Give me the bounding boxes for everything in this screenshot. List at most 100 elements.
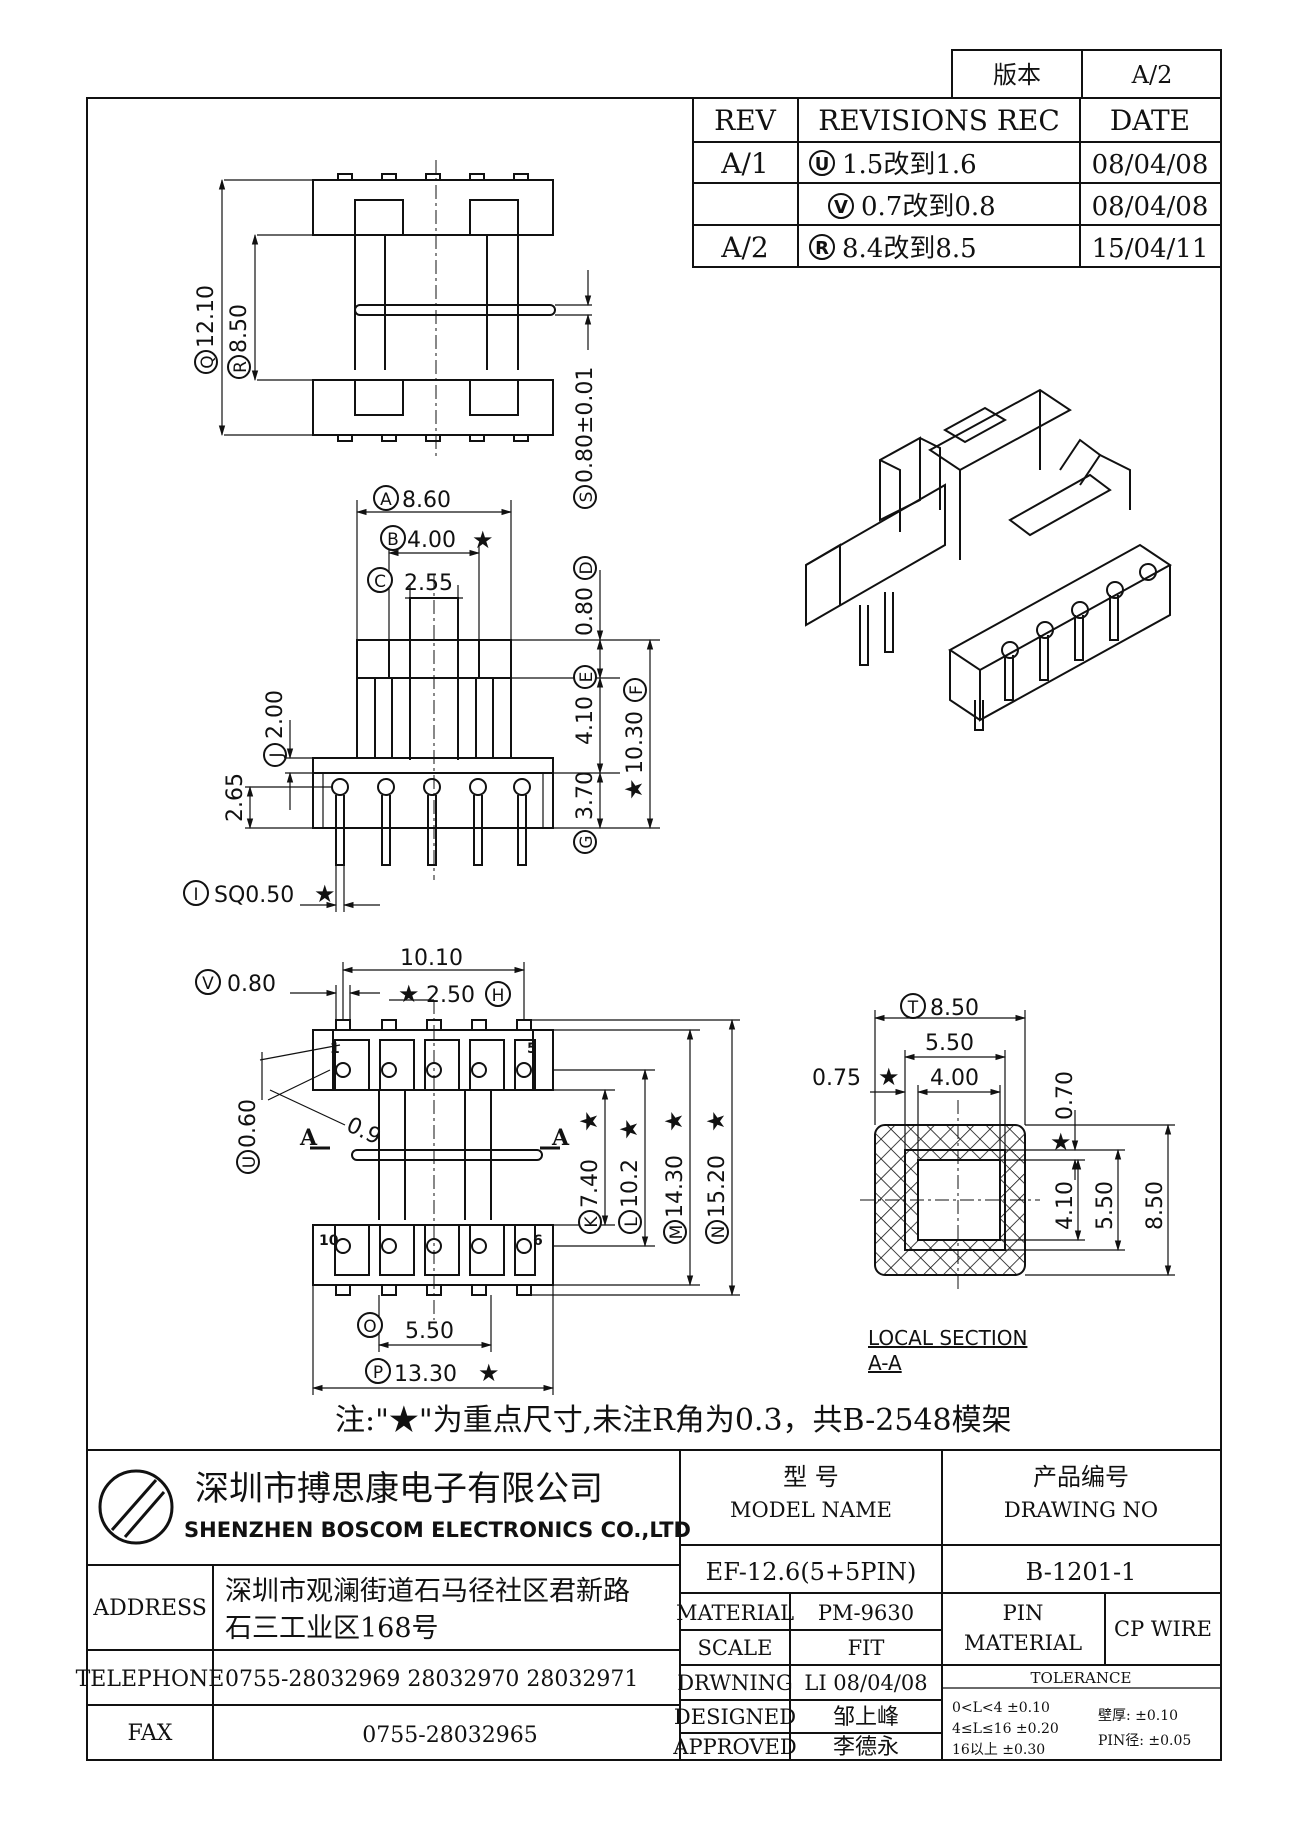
dim-075-value: 0.75 [812,1066,861,1091]
dim-s-value: 0.80±0.01 [573,367,598,483]
telephone-label: TELEPHONE [76,1667,225,1692]
rev-row-3: A/2 [720,231,768,264]
telephone-value: 0755-28032969 28032970 28032971 [225,1667,638,1692]
revisions-table: REV REVISIONS REC DATE A/1 U 1.5改到1.6 08… [692,97,1222,268]
section-caption-1: LOCAL SECTION [868,1326,1027,1350]
dim-c-value: 2.55 [404,571,453,596]
dim-b-value: 4.00 [407,528,456,553]
version-value: A/2 [1131,61,1173,89]
rev-row-1: A/1 [720,147,768,180]
dim-u-mark: U [240,1156,260,1168]
pin-material-label-1: PIN [1003,1601,1044,1625]
dim-a-mark: A [380,490,392,510]
dim-j-value: 2.00 [263,690,288,739]
dim-u-value: 0.60 [236,1099,261,1148]
material-value: PM-9630 [818,1601,914,1625]
pin-6-label: 6 [533,1233,543,1249]
approved-label: APPROVED [672,1735,796,1759]
drawing-no-value: B-1201-1 [1026,1558,1137,1586]
dim-1010-value: 10.10 [400,946,463,971]
dim-i-value: SQ0.50 [214,883,294,908]
dim-r-value: 8.50 [227,304,252,353]
sheet-border [86,97,1222,1761]
dim-850v-value: 8.50 [1143,1181,1168,1230]
pin-1-label: 1 [330,1041,340,1057]
dim-v-value: 0.80 [227,972,276,997]
dim-f-mark: F [627,685,647,695]
dim-k-mark: K [582,1216,602,1228]
scale-value: FIT [848,1636,885,1660]
dim-h-value: 2.50 [426,983,475,1008]
key-star-070: ★ [1050,1128,1072,1156]
rev-date-1: 08/04/08 [1092,150,1209,180]
dim-l-mark: L [622,1217,642,1227]
dim-q-mark: Q [198,355,218,368]
version-label: 版本 [993,61,1041,89]
tolerance-pin: PIN径: ±0.05 [1098,1733,1191,1749]
material-label: MATERIAL [676,1601,794,1625]
section-view: T 8.50 5.50 0.75 ★ 4.00 0.70 ★ 4.10 [812,993,1175,1375]
dim-t-value: 8.50 [930,996,979,1021]
tolerance-row-1: 0<L<4 ±0.10 [952,1700,1050,1716]
dim-d-mark: D [577,561,597,574]
address-label: ADDRESS [92,1596,207,1621]
fax-value: 0755-28032965 [362,1723,537,1748]
drawing-by-label: DRWNING [677,1671,793,1695]
isometric-view [805,388,1172,731]
drawing-note: 注:"★"为重点尺寸,未注R角为0.3，共B-2548模架 [335,1403,1012,1438]
dim-d-value: 0.80 [573,587,598,636]
model-label-en: MODEL NAME [730,1498,892,1522]
dim-b-mark: B [387,530,399,550]
dim-o-mark: O [363,1317,376,1337]
dim-070-value: 0.70 [1053,1071,1078,1120]
pin-material-value: CP WIRE [1114,1617,1212,1641]
dim-400-value: 4.00 [930,1066,979,1091]
drawing-no-label-en: DRAWING NO [1004,1498,1158,1522]
dim-550-value: 5.50 [925,1031,974,1056]
dim-265-value: 2.65 [223,773,248,822]
drawing-by-value: LI 08/04/08 [804,1671,927,1695]
fax-label: FAX [128,1721,173,1746]
dim-p-value: 13.30 [394,1362,457,1387]
section-mark-left: A [299,1125,318,1151]
dim-g-mark: G [577,835,597,848]
key-star-f: ★ [620,778,648,800]
address-line-1: 深圳市观澜街道石马径社区君新路 [225,1576,630,1607]
dim-e-mark: E [577,672,597,683]
bottom-view: 1 5 10 6 10.10 V 0.80 ★ 2.50 H U 0.60 [195,946,740,1395]
rev-mark-3: R [815,238,829,259]
company-name-en: SHENZHEN BOSCOM ELECTRONICS CO.,LTD [184,1518,691,1542]
front-view: A 8.60 B 4.00 ★ C 2.55 0.80 D 4.10 [183,485,660,912]
dim-n-value: 15.20 [705,1155,730,1218]
drawing-no-label-cn: 产品编号 [1033,1463,1129,1491]
address-line-2: 石三工业区168号 [225,1613,439,1644]
dim-r-mark: R [231,361,251,373]
dim-s-mark: S [577,492,597,503]
tolerance-row-2: 4≤L≤16 ±0.20 [952,1721,1059,1737]
key-star-l: ★ [615,1118,643,1140]
dim-550v-value: 5.50 [1093,1181,1118,1230]
company-name-cn: 深圳市搏思康电子有限公司 [195,1469,603,1509]
revisions-rec-header: REVISIONS REC [818,104,1060,137]
dim-n-mark: N [709,1226,729,1239]
dim-m-mark: M [667,1225,687,1240]
tolerance-wall: 壁厚: ±0.10 [1098,1708,1178,1724]
dim-h-mark: H [492,986,505,1006]
section-caption-2: A-A [868,1351,902,1375]
rev-header: REV [714,104,777,137]
dim-l-value: 10.2 [618,1159,643,1208]
title-block: 深圳市搏思康电子有限公司 SHENZHEN BOSCOM ELECTRONICS… [76,1449,1221,1760]
key-star-075: ★ [878,1063,900,1091]
rev-text-2: 0.7改到0.8 [861,192,996,222]
rev-date-3: 15/04/11 [1092,234,1209,264]
key-star-k: ★ [575,1110,603,1132]
key-star-h: ★ [398,980,420,1008]
rev-mark-2: V [834,197,848,218]
rev-mark-1: U [815,154,830,175]
rev-text-3: 8.4改到8.5 [842,234,977,264]
pin-10-label: 10 [319,1233,339,1249]
dim-i-mark: I [193,885,198,905]
pin-5-label: 5 [527,1041,537,1057]
company-logo-icon [98,1469,174,1545]
